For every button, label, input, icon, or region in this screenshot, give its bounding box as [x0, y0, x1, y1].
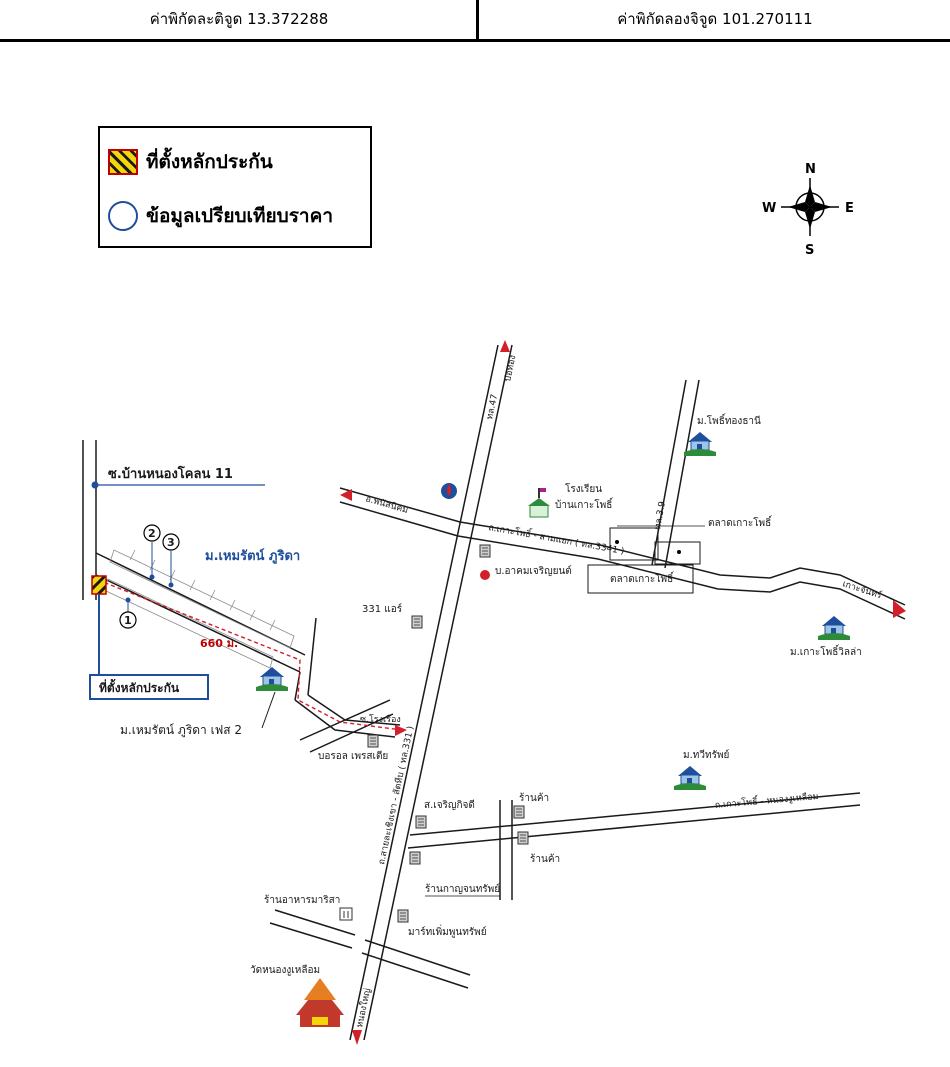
shop-2-label: ร้านค้า [530, 853, 560, 865]
road-koh-pho-label: ถ.เกาะโพธิ์ - สามแยก ( ทล.3341 ) [487, 520, 625, 557]
compass-e: E [845, 201, 854, 216]
road-north-pho-thong [651, 379, 700, 569]
comparison-marker-3: 3 [162, 533, 180, 588]
road-arrow-icon [893, 600, 906, 618]
village-plots [103, 549, 295, 669]
legend-row-collateral: ที่ตั้งหลักประกัน [108, 146, 273, 178]
building-icon [409, 851, 421, 865]
road-bo-thong-label: บ่อทอง [503, 354, 518, 382]
road-arrow-icon [352, 1030, 362, 1045]
building-icon [479, 544, 491, 558]
restaurant-label: ร้านอาหารมาริสา [264, 894, 340, 906]
shop-1-label: ร้านค้า [519, 792, 549, 804]
compass-s: S [805, 243, 814, 258]
restaurant-icon [339, 907, 353, 921]
svg-text:3: 3 [167, 536, 175, 549]
pho-thong-label: ม.โพธิ์ทองธานี [697, 413, 761, 427]
legend-collateral-label: ที่ตั้งหลักประกัน [146, 151, 273, 173]
route-arrow-icon [395, 725, 407, 736]
comparison-marker-2: 2 [143, 524, 161, 580]
route-line [97, 579, 403, 731]
coordinate-divider [476, 0, 479, 40]
charoen-yont-label: บ.อาคมเจริญยนต์ [495, 565, 572, 577]
market-box [609, 527, 659, 561]
road-arrow-icon [500, 340, 510, 352]
building-icon [411, 615, 423, 629]
talad-label-1: ตลาดเกาะโพธิ์ [708, 515, 773, 529]
building-icon [415, 815, 427, 829]
soi-ban-nong-khlon-label: ซ.บ้านหนองโคลน 11 [108, 465, 233, 482]
map-legend: ที่ตั้งหลักประกัน ข้อมูลเปรียบเทียบราคา [98, 126, 372, 248]
gas-station-icon [441, 483, 457, 499]
bowling-label: บอรอล เพรสเตีย [318, 750, 388, 762]
school-label-1: โรงเรียน [565, 482, 602, 495]
school-icon [528, 488, 550, 518]
company-icon [480, 570, 490, 580]
svg-text:2: 2 [148, 527, 156, 540]
building-icon [513, 805, 525, 819]
legend-comparison-label: ข้อมูลเปรียบเทียบราคา [146, 205, 333, 227]
wat-label: วัดหนองงูเหลือม [250, 964, 320, 976]
village-house-icon [255, 666, 289, 692]
village-house-icon [673, 765, 707, 791]
coordinate-header: ค่าพิกัดละติจูด 13.372288 ค่าพิกัดลองจิจ… [0, 0, 950, 42]
building-icon [397, 909, 409, 923]
road-koh-pho-east-label: ถ.เกาะโพธิ์ - หนองงูเหลือม [714, 789, 819, 811]
building-icon [517, 831, 529, 845]
road-sattahip-label: ถ.สายละเชิงเขา - สัตหีบ ( ทล.331 ) [376, 725, 416, 866]
mart-label: มาร์ทเพิ่มพูนทรัพย์ [408, 924, 487, 938]
road-arrow-icon [340, 489, 352, 501]
phase2-leader [261, 691, 276, 729]
school-label-2: บ้านเกาะโพธิ์ [555, 497, 614, 511]
compass-w: W [762, 201, 776, 216]
road-3341 [339, 487, 906, 620]
hemrat-phase2-label: ม.เหมรัตน์ ภูริดา เฟส 2 [120, 723, 242, 738]
collateral-callout-label: ที่ตั้งหลักประกัน [99, 678, 180, 695]
legend-row-comparison: ข้อมูลเปรียบเทียบราคา [108, 200, 333, 232]
compass-icon: N S E W [762, 162, 854, 258]
hemrat-village-label: ม.เหมรัตน์ ภูริดา [205, 548, 300, 564]
comparison-marker-1: 1 [119, 597, 137, 629]
side-roads [269, 699, 513, 989]
svg-text:1: 1 [124, 614, 132, 627]
talad-label-2: ตลาดเกาะโพธิ์ [610, 571, 675, 585]
compass-n: N [805, 162, 816, 177]
hatched-swatch-icon [108, 149, 138, 175]
latitude-label: ค่าพิกัดละติจูด 13.372288 [149, 10, 329, 28]
road-koh-chan-label: เกาะจันทร์ [841, 577, 883, 601]
soi-side-label: ซ.โรงเรือง [360, 714, 401, 725]
koh-pho-villa-label: ม.เกาะโพธิ์วิลล่า [790, 644, 862, 658]
road-phanat-label: อ.พนัสนิคม [364, 493, 409, 516]
road-east-nong-nguak [407, 792, 861, 849]
village-house-icon [817, 615, 851, 641]
distance-label: 660 ม. [200, 637, 238, 650]
collateral-callout-box [89, 674, 209, 700]
air-331-label: 331 แอร์ [362, 603, 403, 615]
road-3-9-label: ทล.3.9 [653, 500, 668, 530]
temple-icon [296, 978, 344, 1027]
charoen-kit-label: ส.เจริญกิจดี [424, 799, 475, 811]
market-box-south [587, 564, 694, 594]
market-box [654, 541, 701, 565]
longitude-label: ค่าพิกัดลองจิจูด 101.270111 [617, 10, 813, 28]
building-icon [367, 734, 379, 748]
thawi-sap-label: ม.ทวีทรัพย์ [683, 749, 729, 761]
blue-circle-icon [108, 201, 138, 231]
highway-331 [349, 344, 513, 1041]
kanchana-sap-label: ร้านกาญจนทรัพย์ [425, 883, 500, 895]
collateral-parcel [91, 575, 107, 595]
